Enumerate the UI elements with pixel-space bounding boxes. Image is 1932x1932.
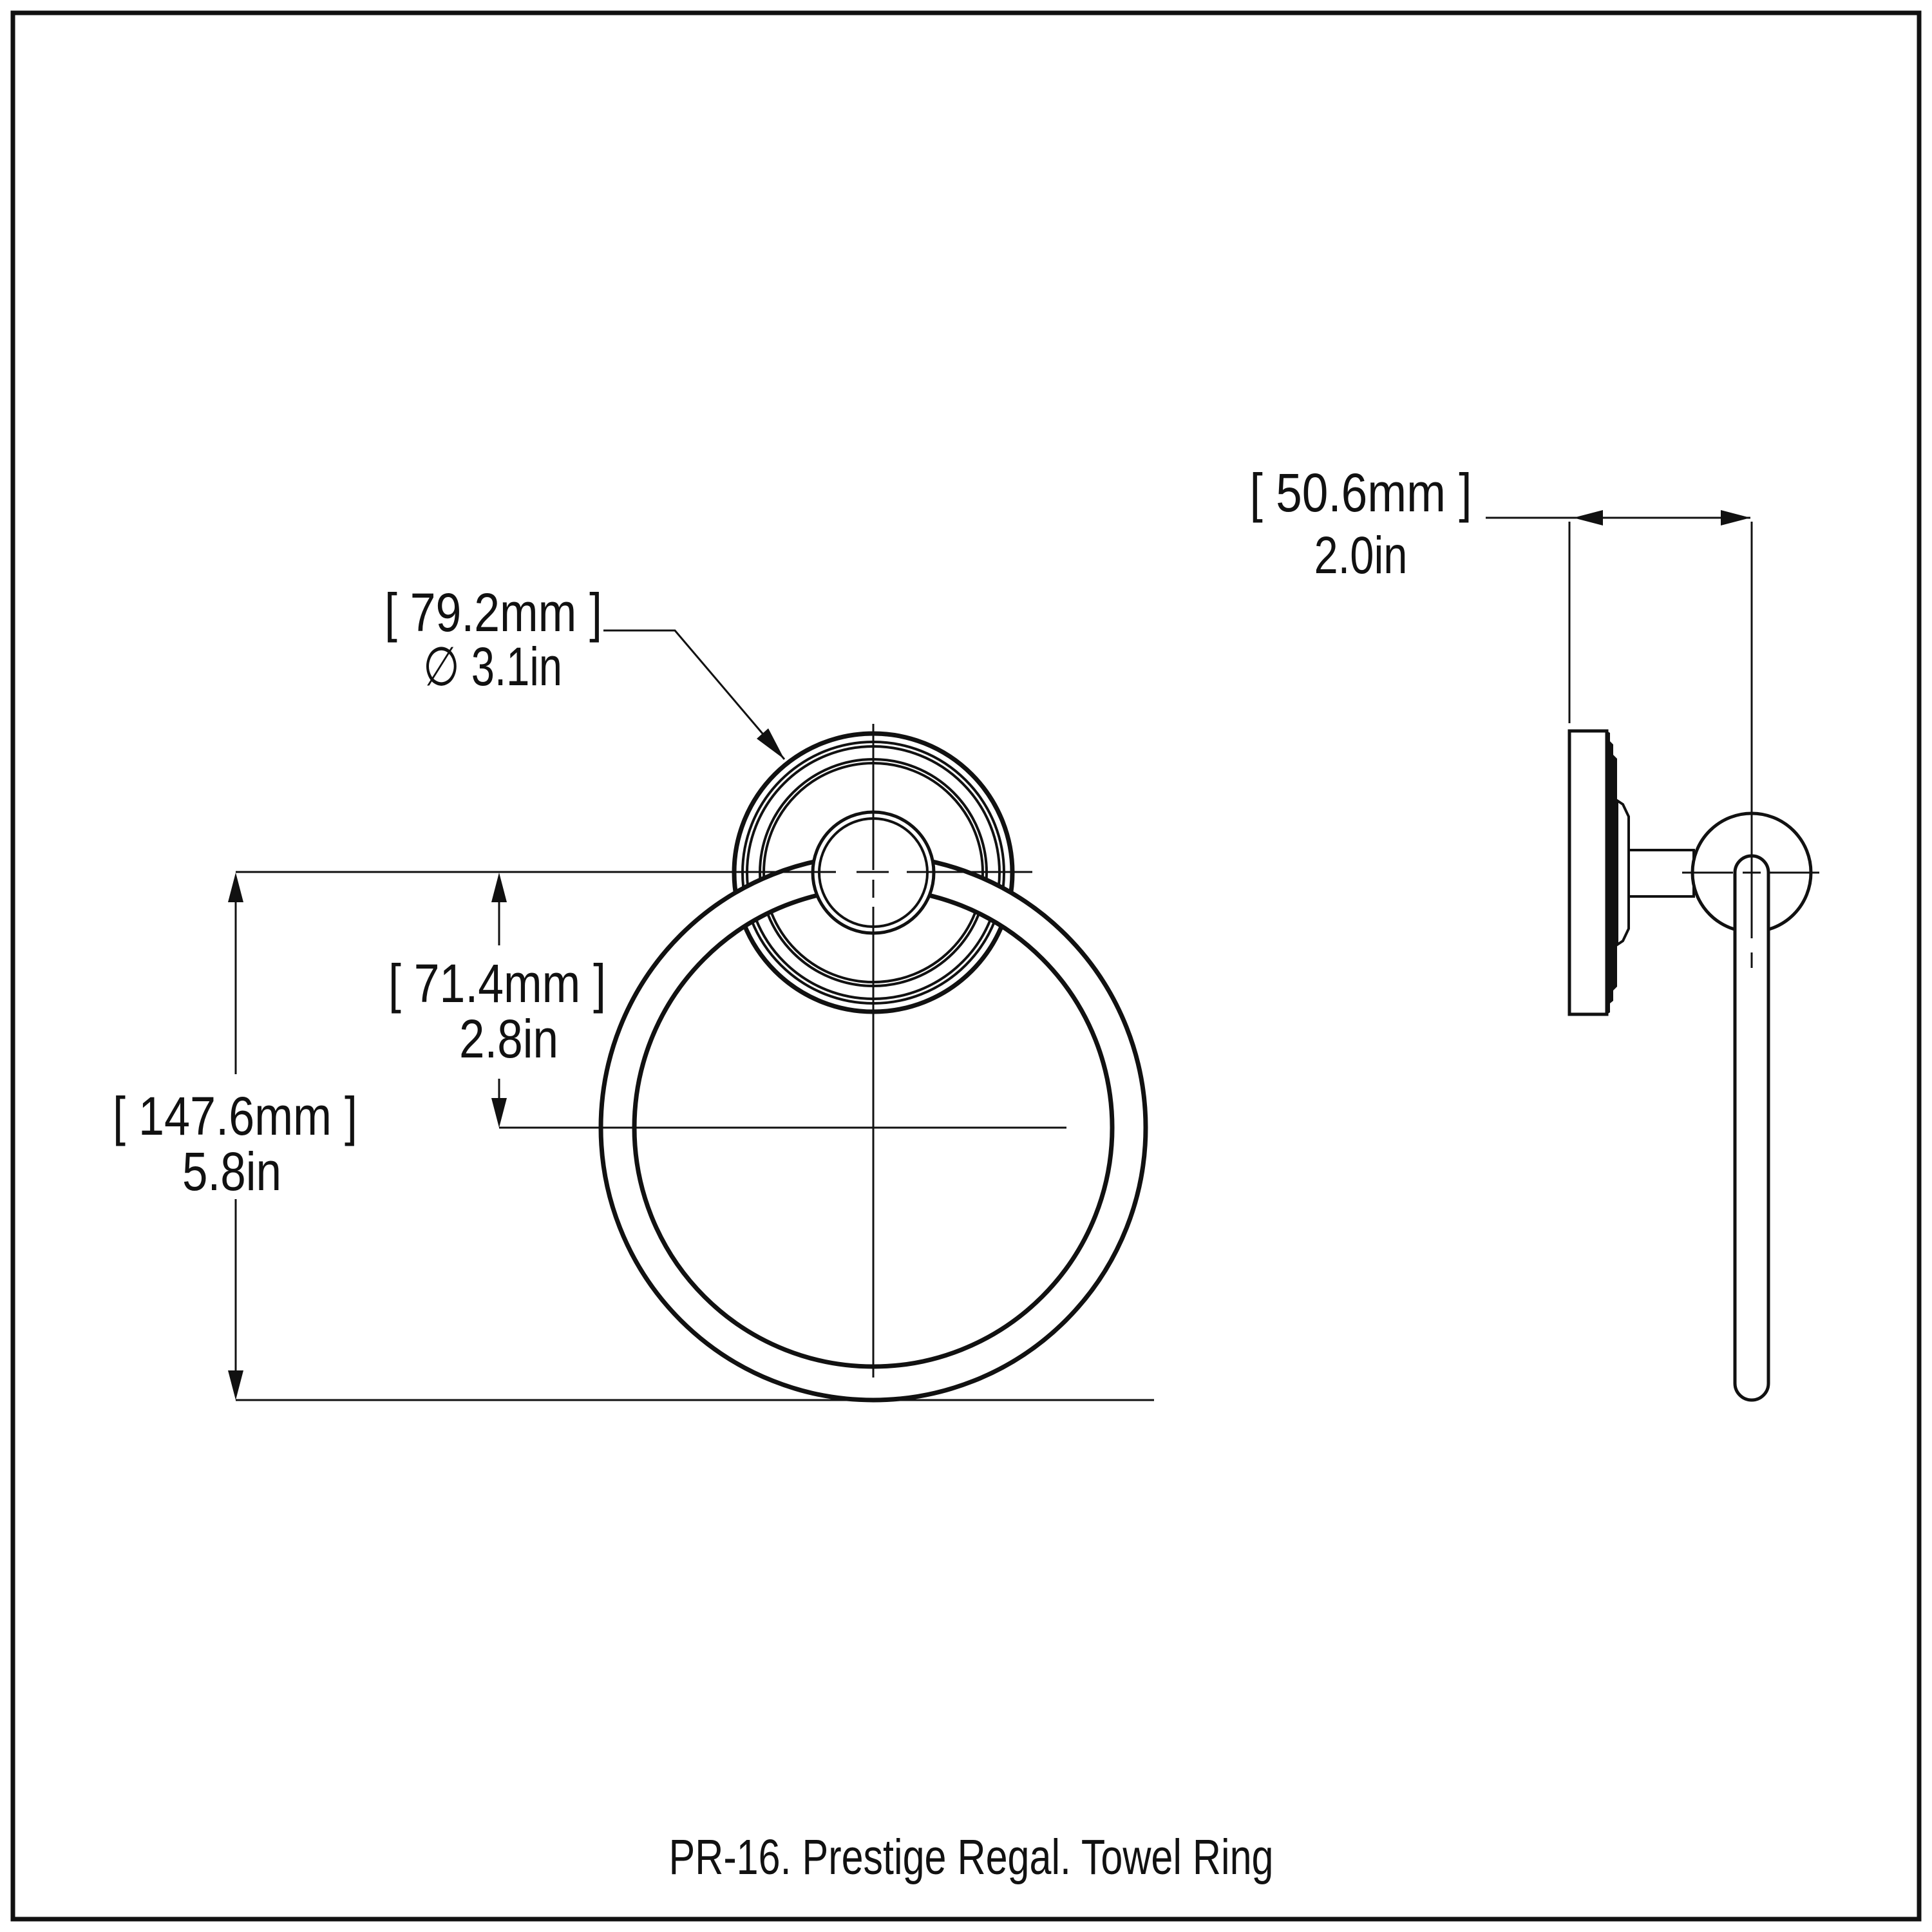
side-view: [ 50.6mm ] 2.0in <box>1250 462 1819 1402</box>
arrow-up-icon <box>491 873 507 902</box>
dimension-center-drop: [ 71.4mm ] 2.8in <box>388 873 606 1128</box>
dimension-overall-height: [ 147.6mm ] 5.8in <box>113 873 357 1400</box>
projection-mm-label: [ 50.6mm ] <box>1250 462 1472 523</box>
drawing-caption: PR-16. Prestige Regal. Towel Ring <box>669 1830 1274 1885</box>
ring-edge-profile <box>1733 854 1770 1402</box>
wall-plate-profile <box>1567 729 1609 1016</box>
overall-height-mm-label: [ 147.6mm ] <box>113 1086 357 1146</box>
center-drop-mm-label: [ 71.4mm ] <box>388 953 606 1014</box>
arrow-up-icon <box>228 873 243 902</box>
arrow-down-icon <box>491 1098 507 1128</box>
center-drop-in-label: 2.8in <box>459 1009 558 1069</box>
arrow-left-icon <box>1573 510 1603 526</box>
plate-diameter-in-label: ∅ 3.1in <box>423 636 562 697</box>
plate-diameter-leader-line <box>603 629 786 760</box>
arrow-down-icon <box>228 1370 243 1400</box>
arrow-leader-icon <box>757 728 784 759</box>
plate-dome-profile <box>1616 798 1630 947</box>
front-centerlines <box>236 724 1154 1401</box>
page-border-frame <box>10 10 1922 1922</box>
overall-height-in-label: 5.8in <box>182 1141 281 1202</box>
arrow-right-icon <box>1721 510 1750 526</box>
dimension-projection-depth: [ 50.6mm ] 2.0in <box>1250 462 1750 585</box>
plate-diameter-mm-label: [ 79.2mm ] <box>384 582 602 643</box>
dimension-plate-diameter: [ 79.2mm ] ∅ 3.1in <box>384 582 786 760</box>
projection-in-label: 2.0in <box>1314 526 1408 585</box>
plate-stepped-edge <box>1607 731 1617 1014</box>
front-view: [ 147.6mm ] 5.8in [ 71.4mm ] 2.8in [ 79.… <box>113 582 1154 1403</box>
side-centerlines <box>1568 522 1819 968</box>
